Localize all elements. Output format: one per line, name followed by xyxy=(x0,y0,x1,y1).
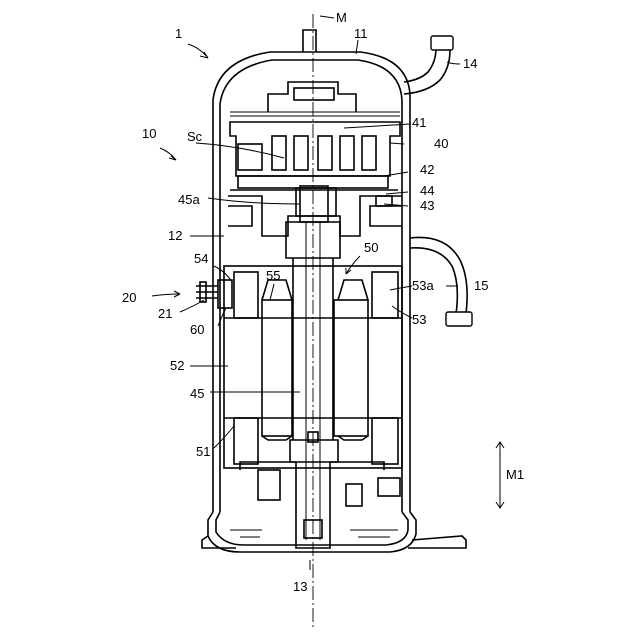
label-13: 13 xyxy=(293,579,307,594)
label-54: 54 xyxy=(194,251,208,266)
mounting-feet xyxy=(202,536,466,548)
label-14: 14 xyxy=(463,56,477,71)
label-21: 21 xyxy=(158,306,172,321)
label-60: 60 xyxy=(190,322,204,337)
label-10: 10 xyxy=(142,126,156,141)
label-45a: 45a xyxy=(178,192,200,207)
label-45: 45 xyxy=(190,386,204,401)
label-40: 40 xyxy=(434,136,448,151)
label-51: 51 xyxy=(196,444,210,459)
housing xyxy=(228,190,402,236)
labels: 1 M 11 14 10 Sc 41 40 42 44 43 45a 12 50… xyxy=(122,10,524,594)
label-11: 11 xyxy=(354,26,368,41)
terminal-assembly xyxy=(196,280,232,308)
discharge-cover xyxy=(230,82,400,116)
label-12: 12 xyxy=(168,228,182,243)
fixed-scroll xyxy=(230,122,400,176)
label-41: 41 xyxy=(412,115,426,130)
label-50: 50 xyxy=(364,240,378,255)
label-55: 55 xyxy=(266,268,280,283)
label-43: 43 xyxy=(420,198,434,213)
label-1: 1 xyxy=(175,26,182,41)
label-sc: Sc xyxy=(187,129,203,144)
top-stub xyxy=(303,30,316,52)
label-m1: M1 xyxy=(506,467,524,482)
label-20: 20 xyxy=(122,290,136,305)
label-44: 44 xyxy=(420,183,434,198)
label-53: 53 xyxy=(412,312,426,327)
label-m: M xyxy=(336,10,347,25)
m1-arrow xyxy=(496,442,504,508)
label-53a: 53a xyxy=(412,278,434,293)
label-15: 15 xyxy=(474,278,488,293)
label-52: 52 xyxy=(170,358,184,373)
label-42: 42 xyxy=(420,162,434,177)
casing-outer xyxy=(208,52,416,552)
discharge-pipe xyxy=(404,36,453,94)
